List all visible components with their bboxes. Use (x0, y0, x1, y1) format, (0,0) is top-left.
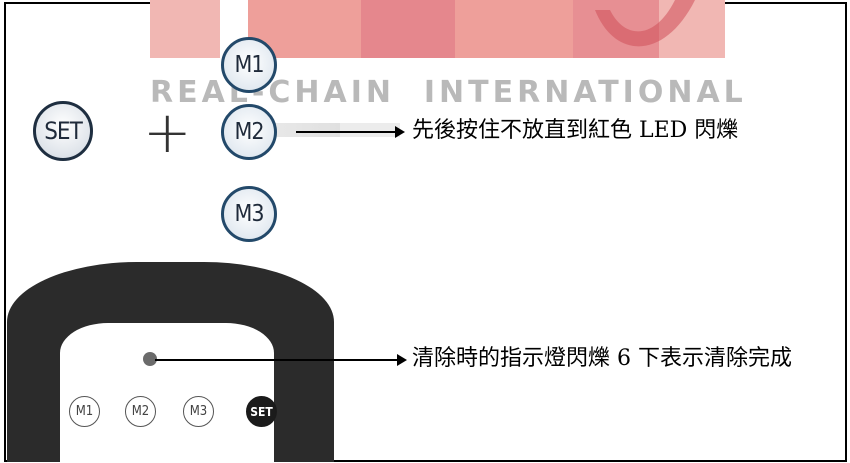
led-indicator-icon (143, 352, 157, 366)
set-key-illustration: SET (33, 101, 93, 161)
watermark-swoosh-icon (595, 0, 695, 47)
watermark-bar-accent (340, 123, 400, 137)
remote-m2-button: M2 (125, 396, 156, 427)
remote-m1-button: M1 (69, 396, 100, 427)
arrow-to-step1-icon (296, 126, 405, 138)
m3-key-illustration: M3 (221, 186, 277, 242)
instruction-step1: 先後按住不放直到紅色 LED 閃爍 (412, 118, 739, 143)
m2-key-illustration: M2 (221, 104, 277, 160)
remote-control-face (60, 323, 274, 463)
remote-set-button: SET (246, 396, 277, 427)
instruction-step2: 清除時的指示燈閃爍 6 下表示清除完成 (412, 346, 792, 371)
arrow-to-step2-icon (155, 354, 407, 366)
remote-m3-button: M3 (183, 396, 214, 427)
plus-sign: + (143, 98, 192, 166)
m1-key-illustration: M1 (221, 37, 277, 93)
